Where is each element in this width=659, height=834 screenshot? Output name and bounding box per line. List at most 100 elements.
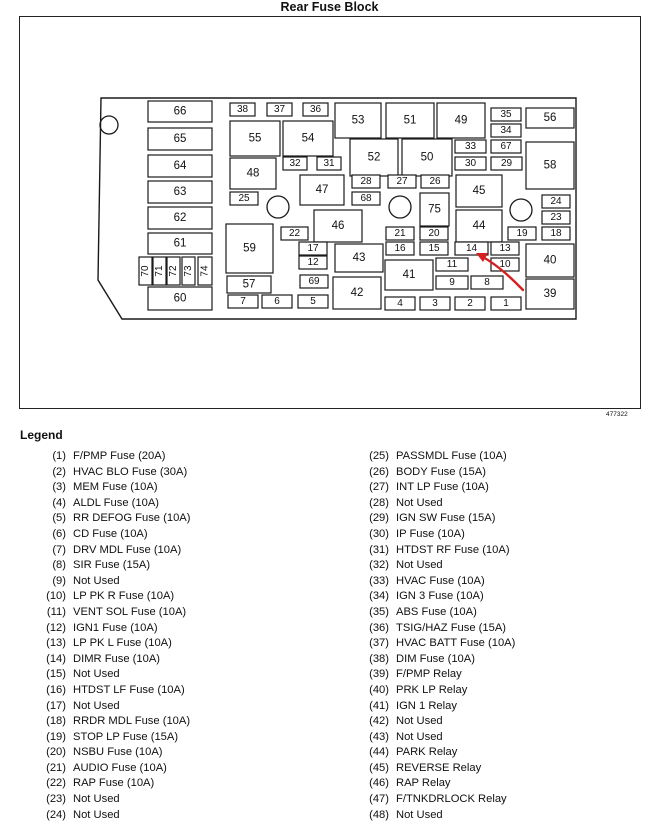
- fuse-cell-box: [147, 286, 213, 311]
- fuse-cell: 32: [282, 156, 308, 171]
- fuse-cell-label: 63: [174, 186, 187, 198]
- fuse-cell-label: 26: [429, 176, 441, 187]
- fuse-cell-box: [147, 154, 213, 178]
- fuse-cell-box: [454, 156, 487, 171]
- legend-text: Not Used: [396, 496, 443, 509]
- fuse-cell: 66: [147, 100, 213, 123]
- fuse-cell-label: 34: [500, 125, 512, 136]
- fuse-cell-label: 74: [200, 265, 211, 277]
- legend-number: (20): [46, 746, 66, 759]
- fuse-cell-label: 21: [394, 228, 406, 239]
- fuse-cell: 36: [302, 102, 329, 117]
- fuse-cell: 18: [541, 226, 571, 241]
- fuse-cell-label: 64: [174, 160, 187, 172]
- legend-text: Not Used: [396, 559, 443, 572]
- fuse-cell-label: 3: [432, 298, 438, 309]
- fuse-cell-label: 24: [550, 196, 562, 207]
- legend-text: STOP LP Fuse (15A): [73, 730, 179, 743]
- legend-text: Not Used: [73, 668, 120, 681]
- figure-id: 477322: [606, 411, 628, 418]
- legend-text: DIMR Fuse (10A): [73, 652, 161, 665]
- legend-text: HVAC BATT Fuse (10A): [396, 637, 516, 650]
- fuse-cell-label: 19: [516, 228, 528, 239]
- legend-number: (7): [52, 543, 66, 556]
- fuse-cell-label: 30: [465, 158, 477, 169]
- fuse-cell: 24: [541, 194, 571, 209]
- legend-number: (47): [369, 793, 389, 806]
- legend-number: (48): [369, 808, 389, 821]
- fuse-cell-label: 8: [484, 277, 490, 288]
- fuse-cell: 12: [298, 255, 328, 270]
- legend-number: (16): [46, 683, 66, 696]
- fuse-cell-box: [541, 194, 571, 209]
- fuse-cell-box: [525, 278, 575, 310]
- legend-entry-right: (45)REVERSE Relay: [359, 761, 649, 777]
- legend-entry-right: (34)IGN 3 Fuse (10A): [359, 589, 649, 605]
- fuse-cell-box: [419, 192, 450, 227]
- fuse-cell-box: [298, 255, 328, 270]
- legend-number: (46): [369, 777, 389, 790]
- legend-number: (37): [369, 637, 389, 650]
- red-arrow-annotation: [476, 253, 525, 292]
- legend-number: (13): [46, 637, 66, 650]
- fuse-cell: 30: [454, 156, 487, 171]
- fuse-cell: 37: [266, 102, 293, 117]
- legend-entry-left: (11)VENT SOL Fuse (10A): [36, 605, 336, 621]
- fuse-cell-label: 42: [351, 287, 364, 299]
- fuse-cell: 7: [227, 294, 259, 309]
- legend-number: (22): [46, 777, 66, 790]
- fuse-cell: 50: [401, 138, 453, 177]
- legend-text: PARK Relay: [396, 746, 458, 759]
- legend-text: Not Used: [73, 699, 120, 712]
- fuse-cell-box: [490, 107, 522, 122]
- legend-entry-left: (21)AUDIO Fuse (10A): [36, 761, 336, 777]
- legend-number: (9): [52, 574, 66, 587]
- fuse-cell-box: [401, 138, 453, 177]
- legend-text: RRDR MDL Fuse (10A): [73, 715, 191, 728]
- fuse-cell: 56: [525, 107, 575, 129]
- legend-text: MEM Fuse (10A): [73, 481, 158, 494]
- fuse-cell-box: [525, 141, 575, 190]
- diagram-frame: [19, 16, 641, 409]
- fuse-cell: 52: [349, 138, 399, 177]
- fuse-cell: 33: [454, 139, 487, 154]
- legend-right-column: (25)PASSMDL Fuse (10A)(26)BODY Fuse (15A…: [359, 449, 649, 823]
- fuse-cell-label: 13: [499, 243, 511, 254]
- legend-text: F/PMP Fuse (20A): [73, 450, 166, 462]
- legend-number: (11): [46, 605, 66, 618]
- fuse-cell-label: 18: [550, 228, 562, 239]
- legend-number: (27): [369, 481, 389, 494]
- fuse-cell-box: [227, 294, 259, 309]
- fuse-cell-box: [435, 275, 469, 290]
- fuse-cell-box: [436, 102, 486, 139]
- fuse-cell: 2: [454, 296, 486, 311]
- legend-text: IGN1 Fuse (10A): [73, 621, 158, 634]
- fuse-cell-box: [454, 139, 487, 154]
- fuse-cell: 42: [332, 276, 382, 310]
- fuse-cell-box: [507, 226, 537, 241]
- fuse-cell: 21: [385, 226, 415, 241]
- fuse-cell: 5: [297, 294, 329, 309]
- fuse-cell: 54: [282, 120, 334, 157]
- legend-number: (39): [369, 668, 389, 681]
- fuse-cell: 57: [226, 275, 272, 294]
- legend-number: (25): [369, 450, 389, 462]
- fuse-cell: 73: [181, 256, 196, 286]
- legend-text: INT LP Fuse (10A): [396, 481, 489, 494]
- legend-entry-left: (1)F/PMP Fuse (20A): [36, 449, 336, 465]
- mounting-holes: [99, 115, 533, 222]
- fuse-cell: 46: [313, 209, 363, 243]
- legend-text: HTDST LF Fuse (10A): [73, 683, 185, 696]
- fuse-cell-box: [490, 123, 522, 138]
- fuse-cell-label: 4: [397, 298, 403, 309]
- fuse-cell: 51: [385, 102, 435, 139]
- legend-number: (5): [52, 512, 66, 525]
- legend-text: RR DEFOG Fuse (10A): [73, 512, 191, 525]
- fuse-cell-box: [166, 256, 181, 286]
- legend-number: (8): [52, 559, 66, 572]
- legend-text: HTDST RF Fuse (10A): [396, 543, 510, 556]
- legend-entry-left: (15)Not Used: [36, 667, 336, 683]
- legend-number: (23): [46, 793, 66, 806]
- fuse-cell: 69: [299, 274, 329, 289]
- fuse-cell-label: 73: [183, 265, 194, 277]
